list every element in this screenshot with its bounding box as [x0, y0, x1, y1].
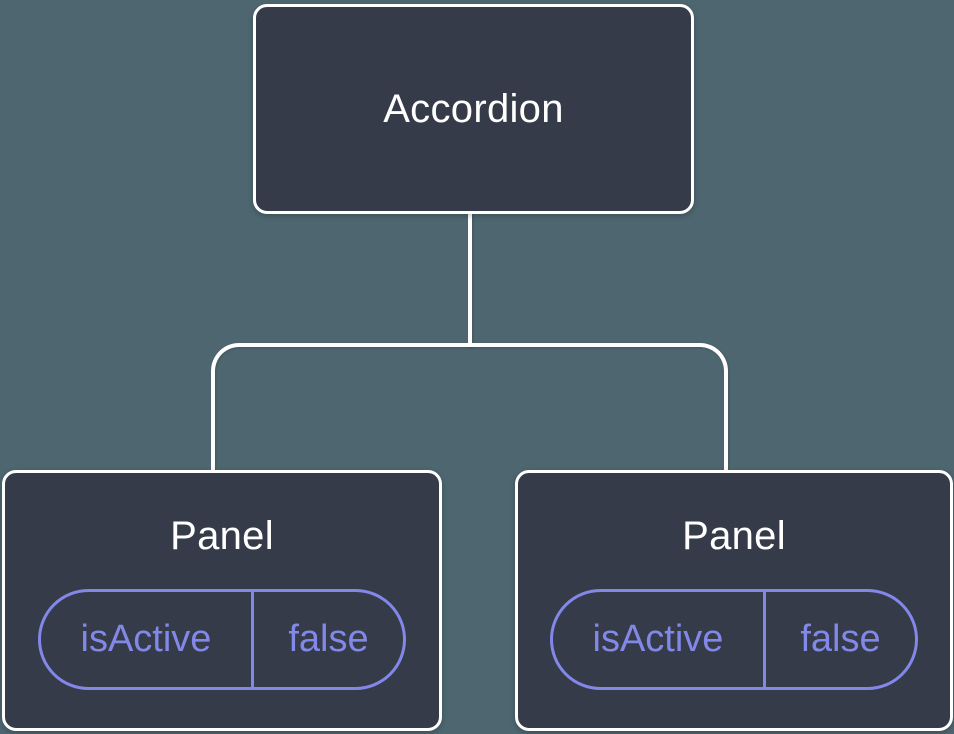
- accordion-node-label: Accordion: [383, 87, 564, 131]
- accordion-node: Accordion: [253, 4, 694, 214]
- panel-left-label: Panel: [170, 514, 274, 558]
- panel-left-state-pill: isActive false: [38, 589, 406, 690]
- state-name-cell: isActive: [41, 592, 254, 687]
- panel-right-label: Panel: [682, 514, 786, 558]
- panel-node-right: Panel isActive false: [515, 470, 953, 731]
- panel-right-state-pill: isActive false: [550, 589, 918, 690]
- state-name-cell: isActive: [553, 592, 766, 687]
- state-value-cell: false: [800, 618, 881, 660]
- state-value-cell: false: [288, 618, 369, 660]
- connector-branch-bracket: [211, 343, 728, 470]
- connector-trunk-line: [468, 206, 472, 347]
- panel-node-left: Panel isActive false: [2, 470, 442, 731]
